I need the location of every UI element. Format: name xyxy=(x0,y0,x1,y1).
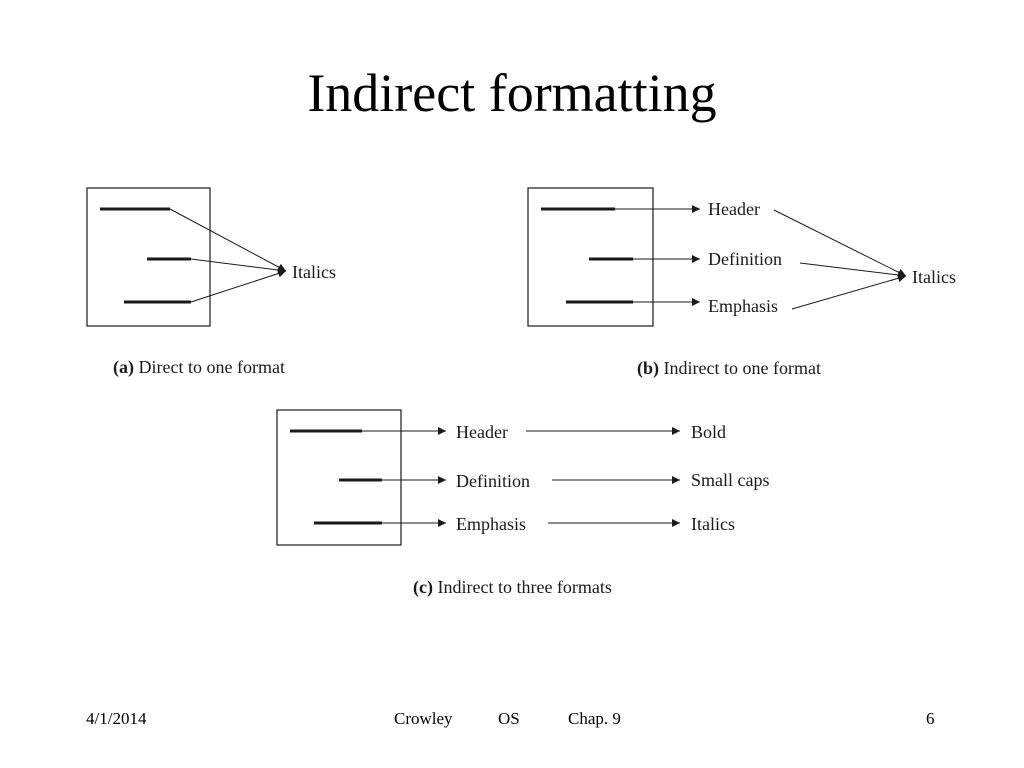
panel-a-arrow-1 xyxy=(169,208,287,272)
panel-b-indirect-one: Header Definition Emphasis Italics (b) I… xyxy=(527,187,956,379)
panel-b-style-emphasis: Emphasis xyxy=(708,296,778,316)
panel-b-style-header: Header xyxy=(708,199,760,219)
panel-a-target-label: Italics xyxy=(292,262,336,282)
footer-page-number: 6 xyxy=(926,709,935,728)
panel-a-document-box xyxy=(86,187,211,327)
panel-b-arrow-header-to-target xyxy=(773,209,907,277)
panel-b-caption-tag: (b) xyxy=(637,358,659,379)
panel-c-document-box xyxy=(276,409,402,546)
panel-a-caption-tag: (a) xyxy=(113,357,134,378)
panel-b-caption-text: Indirect to one format xyxy=(659,358,821,378)
panel-a-arrow-2 xyxy=(190,258,287,274)
panel-c-style-definition: Definition xyxy=(456,471,530,491)
panel-c-format-small-caps: Small caps xyxy=(691,470,770,490)
panel-c-format-italics: Italics xyxy=(691,514,735,534)
panel-b-document-box xyxy=(527,187,654,327)
panel-c-caption: (c) Indirect to three formats xyxy=(413,577,612,598)
panel-b-style-definition: Definition xyxy=(708,249,782,269)
panel-a-direct: Italics (a) Direct to one format xyxy=(86,187,336,378)
footer-course: OS xyxy=(498,709,520,728)
panel-a-arrow-3 xyxy=(190,269,287,303)
panel-c-indirect-three: Header Definition Emphasis Bold Small ca… xyxy=(276,409,770,598)
panel-c-caption-text: Indirect to three formats xyxy=(433,577,612,597)
panel-b-target-label: Italics xyxy=(912,267,956,287)
footer-date: 4/1/2014 xyxy=(86,709,147,728)
panel-b-caption: (b) Indirect to one format xyxy=(637,358,821,379)
panel-c-caption-tag: (c) xyxy=(413,577,433,598)
footer-author: Crowley xyxy=(394,709,453,728)
slide-title: Indirect formatting xyxy=(307,63,717,123)
panel-b-arrow-definition-to-target xyxy=(799,262,907,279)
panel-c-format-bold: Bold xyxy=(691,422,726,442)
panel-b-arrow-emphasis-to-target xyxy=(791,274,907,310)
panel-c-style-emphasis: Emphasis xyxy=(456,514,526,534)
panel-c-style-header: Header xyxy=(456,422,508,442)
panel-a-caption: (a) Direct to one format xyxy=(113,357,285,378)
panel-a-caption-text: Direct to one format xyxy=(134,357,285,377)
footer-chapter: Chap. 9 xyxy=(568,709,621,728)
